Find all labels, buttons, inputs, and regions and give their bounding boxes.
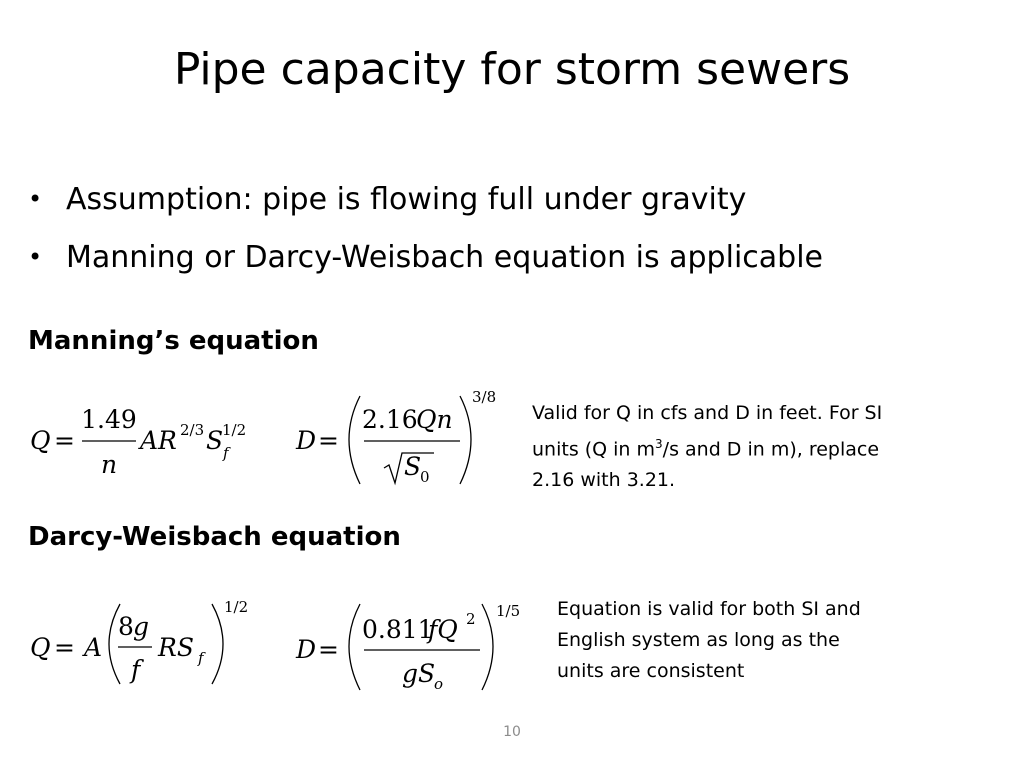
note-line: units (Q in m3/s and D in m), replace	[532, 437, 880, 461]
eq-variable: A	[82, 633, 102, 662]
eq-exponent: 1/2	[222, 421, 246, 439]
eq-exponent: 2/3	[180, 421, 204, 439]
eq-exponent: 1/5	[496, 602, 520, 620]
note-line: Valid for Q in cfs and D in feet. For SI	[532, 402, 883, 424]
right-paren	[459, 395, 472, 485]
eq-denominator: f	[129, 655, 144, 684]
eq-coefficient: 8	[118, 612, 134, 641]
darcy-note: Equation is valid for both SI and Englis…	[557, 594, 977, 687]
eq-variable: Q	[30, 633, 51, 662]
eq-exponent: 1/2	[224, 598, 248, 616]
manning-flow-equation: Q = 1.49 n AR 2/3 S 1/2 f	[30, 405, 246, 479]
eq-operator: =	[318, 635, 339, 664]
eq-term: RS	[157, 633, 194, 662]
eq-numerator: 1.49	[81, 405, 137, 434]
eq-denominator: gS	[402, 659, 435, 688]
bullet-item: • Manning or Darcy-Weisbach equation is …	[28, 228, 823, 286]
eq-term: AR	[138, 426, 177, 455]
right-paren	[211, 603, 224, 685]
sqrt-icon	[383, 452, 434, 486]
note-line: 2.16 with 3.21.	[532, 469, 676, 492]
eq-operator: =	[54, 633, 75, 662]
eq-operator: =	[318, 426, 339, 455]
left-paren	[348, 603, 361, 691]
darcy-diameter-equation: D = 0.811 fQ 2 gS o 1/5	[295, 602, 520, 693]
bullet-dot-icon: •	[28, 243, 43, 271]
page-number: 10	[503, 724, 521, 740]
eq-exponent: 2	[466, 610, 476, 628]
eq-coefficient: 0.811	[362, 615, 434, 644]
note-line: units are consistent	[557, 660, 745, 682]
bullet-list: • Assumption: pipe is flowing full under…	[28, 170, 823, 286]
manning-heading: Manning’s equation	[28, 326, 319, 356]
bullet-dot-icon: •	[28, 185, 43, 213]
eq-subscript: o	[434, 675, 443, 693]
eq-subscript: f	[222, 444, 231, 462]
eq-numerator: g	[133, 612, 149, 641]
manning-diameter-equation: D = 2.16 Qn S 0 3/8	[295, 388, 496, 486]
bullet-item: • Assumption: pipe is flowing full under…	[28, 170, 823, 228]
left-paren	[348, 395, 361, 485]
eq-numerator: fQ	[426, 615, 458, 644]
bullet-text: Assumption: pipe is flowing full under g…	[66, 181, 747, 217]
eq-exponent: 3/8	[472, 388, 496, 406]
eq-denominator: S	[404, 452, 421, 481]
note-line: English system as long as the	[557, 629, 840, 651]
eq-variable: D	[295, 426, 316, 455]
eq-variable: D	[295, 635, 316, 664]
eq-operator: =	[54, 426, 75, 455]
eq-variable: Q	[30, 426, 51, 455]
eq-denominator: n	[101, 450, 117, 479]
bullet-text: Manning or Darcy-Weisbach equation is ap…	[66, 239, 823, 275]
eq-coefficient: 2.16	[362, 405, 418, 434]
eq-subscript: f	[197, 649, 206, 667]
darcy-flow-equation: Q = A 8 g f RS f 1/2	[30, 598, 248, 685]
slide-title: Pipe capacity for storm sewers	[173, 44, 851, 95]
right-paren	[481, 603, 494, 691]
left-paren	[108, 603, 121, 685]
eq-subscript: 0	[420, 468, 430, 486]
note-line: Equation is valid for both SI and	[557, 598, 861, 620]
eq-term: S	[206, 426, 223, 455]
darcy-heading: Darcy-Weisbach equation	[28, 522, 401, 552]
manning-note: Valid for Q in cfs and D in feet. For SI…	[532, 398, 952, 496]
eq-numerator: Qn	[416, 405, 453, 434]
